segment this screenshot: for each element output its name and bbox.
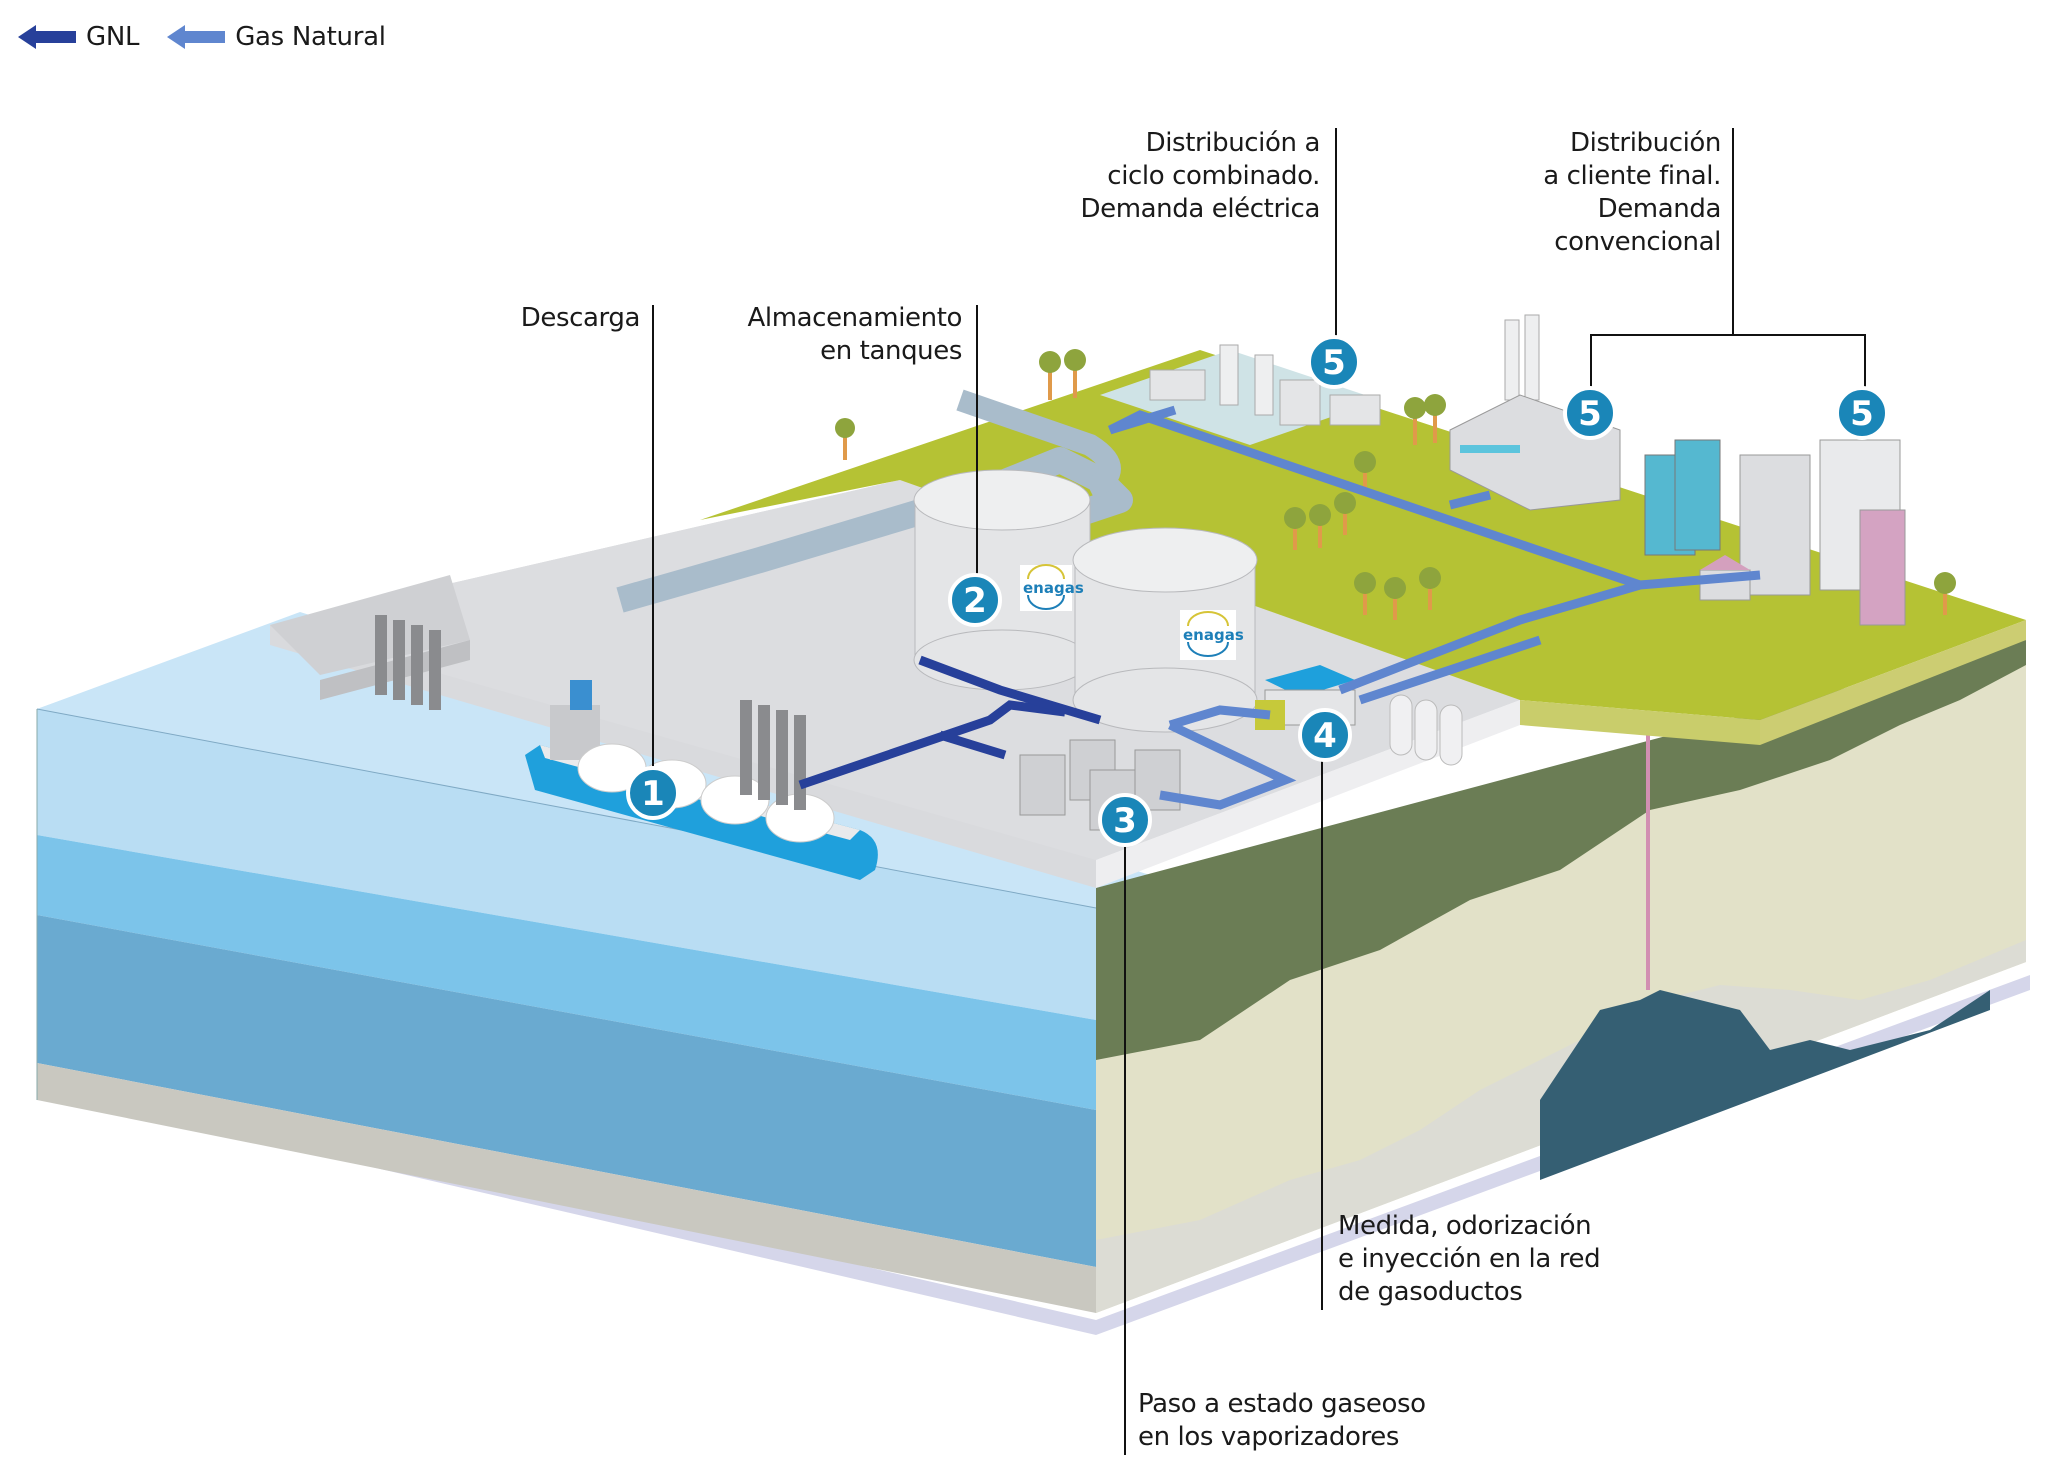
trees xyxy=(835,349,1956,620)
ground-layer-sand xyxy=(1096,665,2026,1313)
gas-natural-arrow xyxy=(1107,405,1642,590)
step-badge-5-city: 5 xyxy=(1835,386,1889,440)
city-buildings xyxy=(1644,439,1906,626)
step-badge-5-combined-cycle: 5 xyxy=(1307,335,1361,389)
callout-cliente-final: Distribución a cliente final. Demanda co… xyxy=(1543,128,1721,257)
enagas-logo: enagas xyxy=(1180,610,1244,660)
callout-ciclo-combinado: Distribución a ciclo combinado. Demanda … xyxy=(1080,128,1320,224)
callout-medida-odorizacion: Medida, odorización e inyección en la re… xyxy=(1338,1211,1601,1307)
sea-layer-3 xyxy=(37,915,1096,1267)
factory xyxy=(1449,314,1621,511)
svg-text:5: 5 xyxy=(1850,394,1874,434)
step-badge-5-factory: 5 xyxy=(1563,386,1617,440)
callout-vaporizadores: Paso a estado gaseoso en los vaporizador… xyxy=(1138,1389,1426,1452)
leader-lines xyxy=(652,128,1866,1455)
road xyxy=(616,447,1133,613)
legend: GNL Gas Natural xyxy=(18,22,386,52)
legend-label: GNL xyxy=(86,22,140,52)
legend-label: Gas Natural xyxy=(235,22,386,52)
step-badge-3: 3 xyxy=(1098,793,1152,847)
step-badge-2: 2 xyxy=(948,573,1002,627)
gas-natural-arrow xyxy=(1338,570,1761,695)
seabed xyxy=(37,1063,1096,1313)
callout-almacenamiento: Almacenamiento en tanques xyxy=(747,303,963,366)
gnl-flow-arrows xyxy=(798,655,1102,790)
grass-area xyxy=(700,350,2026,720)
leader-line-5b xyxy=(1590,334,1866,392)
enagas-logo: enagas xyxy=(1020,564,1084,611)
svg-text:3: 3 xyxy=(1113,801,1137,841)
svg-text:5: 5 xyxy=(1322,343,1346,383)
svg-text:2: 2 xyxy=(963,581,987,621)
combined-cycle-plant xyxy=(1100,344,1381,445)
gas-natural-arrow xyxy=(1159,720,1297,810)
sea-layer-1 xyxy=(37,709,1096,1020)
arrow-left-icon xyxy=(167,25,226,49)
svg-text:5: 5 xyxy=(1578,394,1602,434)
gnl-arrow xyxy=(918,655,1102,725)
arrow-left-icon xyxy=(18,25,76,49)
svg-text:enagas: enagas xyxy=(1183,626,1244,644)
callout-descarga: Descarga xyxy=(520,303,641,333)
legend-item-gas-natural: Gas Natural xyxy=(167,22,386,52)
gas-natural-flow-arrows xyxy=(1107,405,1761,810)
gnl-arrow xyxy=(938,730,1007,760)
land-block xyxy=(270,350,2026,1313)
legend-item-gnl: GNL xyxy=(18,22,139,52)
svg-text:enagas: enagas xyxy=(1023,579,1084,597)
svg-text:1: 1 xyxy=(641,774,665,814)
gas-natural-arrow xyxy=(1448,490,1492,510)
svg-text:4: 4 xyxy=(1313,716,1337,756)
gas-reservoir xyxy=(1540,990,1990,1180)
gnl-arrow xyxy=(798,700,1066,790)
gas-natural-arrow xyxy=(1168,705,1271,730)
gas-natural-arrow xyxy=(1358,635,1542,705)
step-badge-1: 1 xyxy=(626,766,680,820)
gas-holders xyxy=(1389,694,1463,766)
step-badge-4: 4 xyxy=(1298,708,1352,762)
sea-layer-2 xyxy=(37,835,1096,1110)
